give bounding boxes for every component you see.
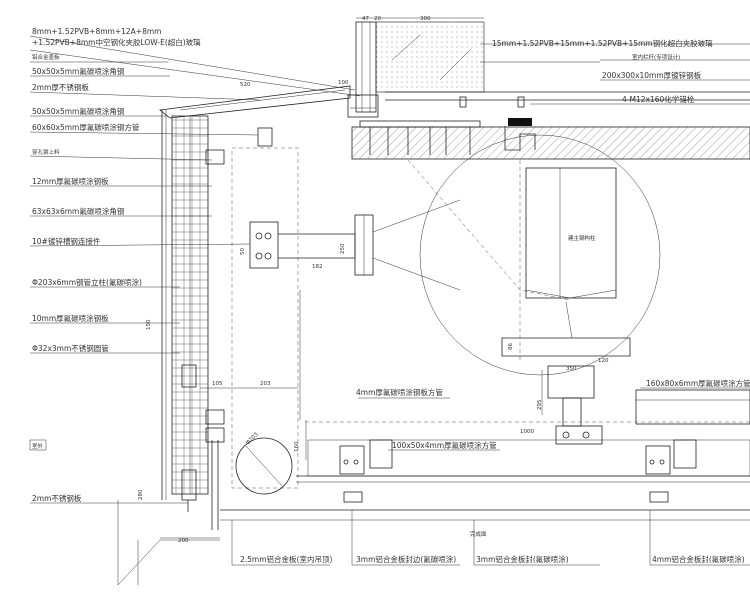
vertical-dimension-lines bbox=[299, 290, 543, 460]
note-steel-tube-inner: 建主钢构柱 bbox=[568, 234, 596, 242]
note-plate-10: 10mm厚氟碳喷涂钢板 bbox=[32, 313, 109, 323]
note-tube-4mm: 4mm厚氟碳喷涂钢板方管 bbox=[356, 387, 443, 397]
dim-20: 20 bbox=[374, 16, 381, 22]
bottom-frame bbox=[220, 389, 750, 521]
right-annotations: 15mm+1.52PVB+15mm+1.52PVB+15mm钢化超白夹胶玻璃 室… bbox=[356, 38, 750, 538]
bracket-connection bbox=[249, 199, 461, 291]
dimension-labels: 47 20 300 100 520 50 182 250 105 203 350… bbox=[138, 16, 609, 544]
dim-105: 105 bbox=[212, 381, 223, 387]
dim-120: 120 bbox=[598, 358, 609, 364]
note-pipe-32: Φ32x3mm不锈钢圆管 bbox=[32, 343, 109, 353]
dim-295: 295 bbox=[537, 399, 543, 410]
dim-280: 280 bbox=[138, 489, 144, 500]
note-wire-hole: 穿孔钢上料 bbox=[32, 148, 60, 156]
lower-bracket bbox=[547, 365, 603, 445]
note-plate-200: 200x300x10mm厚镀锌钢板 bbox=[602, 70, 702, 80]
note-al-25: 2.5mm铝合金板(室内吊顶) bbox=[240, 554, 332, 564]
concrete-slab bbox=[351, 91, 750, 160]
anchor-bolts bbox=[359, 120, 481, 155]
main-steel-column bbox=[419, 134, 661, 376]
dim-150: 150 bbox=[146, 319, 152, 330]
note-ss-plate-2: 2mm不锈钢板 bbox=[32, 493, 82, 503]
dim-182: 182 bbox=[312, 264, 323, 270]
dashed-outlines bbox=[231, 147, 571, 489]
left-slab-boundary bbox=[117, 500, 220, 586]
note-glass-fix: 室内栏杆(专项设计) bbox=[632, 53, 680, 61]
dim-100: 100 bbox=[338, 80, 349, 86]
dim-86: 86 bbox=[508, 343, 514, 350]
note-al-4: 4mm铝合金板封(氟碳喷涂) bbox=[652, 554, 745, 564]
note-column-203: Φ203x6mm钢管立柱(氟碳喷涂) bbox=[32, 277, 142, 287]
left-annotations: 8mm+1.52PVB+8mm+12A+8mm +1.52PVB+8mm中空钢化… bbox=[29, 27, 201, 503]
door-tag-box bbox=[29, 439, 47, 451]
bottom-annotations: 2.5mm铝合金板(室内吊顶) 3mm铝合金板封边(氟碳喷涂) 3mm铝合金板封… bbox=[240, 554, 745, 564]
note-glass-spec-1: 8mm+1.52PVB+8mm+12A+8mm bbox=[32, 27, 161, 36]
note-steel-plate-2: 2mm厚不锈钢板 bbox=[32, 82, 89, 92]
round-pipe: Φ203 bbox=[235, 431, 293, 495]
dim-1000: 1000 bbox=[520, 429, 534, 435]
bottom-leader-lines bbox=[231, 510, 750, 566]
dim-520: 520 bbox=[240, 82, 251, 88]
dim-350: 350 bbox=[566, 366, 577, 372]
coping-plate bbox=[159, 85, 351, 147]
top-glass-assembly bbox=[347, 21, 485, 118]
note-al-3b: 3mm铝合金板封(氟碳喷涂) bbox=[476, 554, 569, 564]
note-door-tag: 室外 bbox=[32, 442, 44, 450]
note-connector-10: 10#镀锌槽钢连接件 bbox=[32, 236, 101, 246]
note-finish-surface: 完成面 bbox=[470, 530, 487, 538]
note-tube-60: 60x60x5mm厚氟碳喷涂钢方管 bbox=[32, 122, 140, 132]
note-al-3a: 3mm铝合金板封边(氟碳喷涂) bbox=[356, 554, 456, 564]
note-angle-63: 63x63x6mm氟碳喷涂角钢 bbox=[32, 206, 124, 216]
dim-50: 50 bbox=[240, 248, 246, 255]
note-tube-50a: 50x50x5mm氟碳喷涂角钢 bbox=[32, 66, 124, 76]
right-leader-lines bbox=[358, 43, 750, 451]
note-glass-spec-3: 15mm+1.52PVB+15mm+1.52PVB+15mm钢化超白夹胶玻璃 bbox=[492, 38, 713, 48]
left-leader-lines bbox=[29, 35, 361, 504]
note-tube-160: 160x80x6mm厚氟碳喷涂方管 bbox=[646, 378, 750, 388]
left-column-assembly bbox=[161, 110, 225, 530]
note-al-coping: 铝合金盖板 bbox=[32, 53, 60, 61]
dim-250: 250 bbox=[340, 243, 346, 254]
dim-160: 160 bbox=[294, 441, 300, 452]
note-glass-spec-2: +1.52PVB+8mm中空钢化夹胶LOW-E(超白)玻璃 bbox=[32, 37, 201, 47]
note-plate-12: 12mm厚氟碳喷涂钢板 bbox=[32, 176, 109, 186]
note-tube-50b: 50x50x5mm氟碳喷涂角钢 bbox=[32, 106, 124, 116]
dim-300: 300 bbox=[420, 16, 431, 22]
note-tube-100: 100x50x4mm厚氟碳喷涂方管 bbox=[392, 440, 497, 450]
dim-200: 200 bbox=[178, 538, 189, 544]
note-bolt: 4-M12x160化学锚栓 bbox=[622, 94, 695, 104]
dim-47: 47 bbox=[362, 16, 369, 22]
dim-203: 203 bbox=[260, 381, 271, 387]
